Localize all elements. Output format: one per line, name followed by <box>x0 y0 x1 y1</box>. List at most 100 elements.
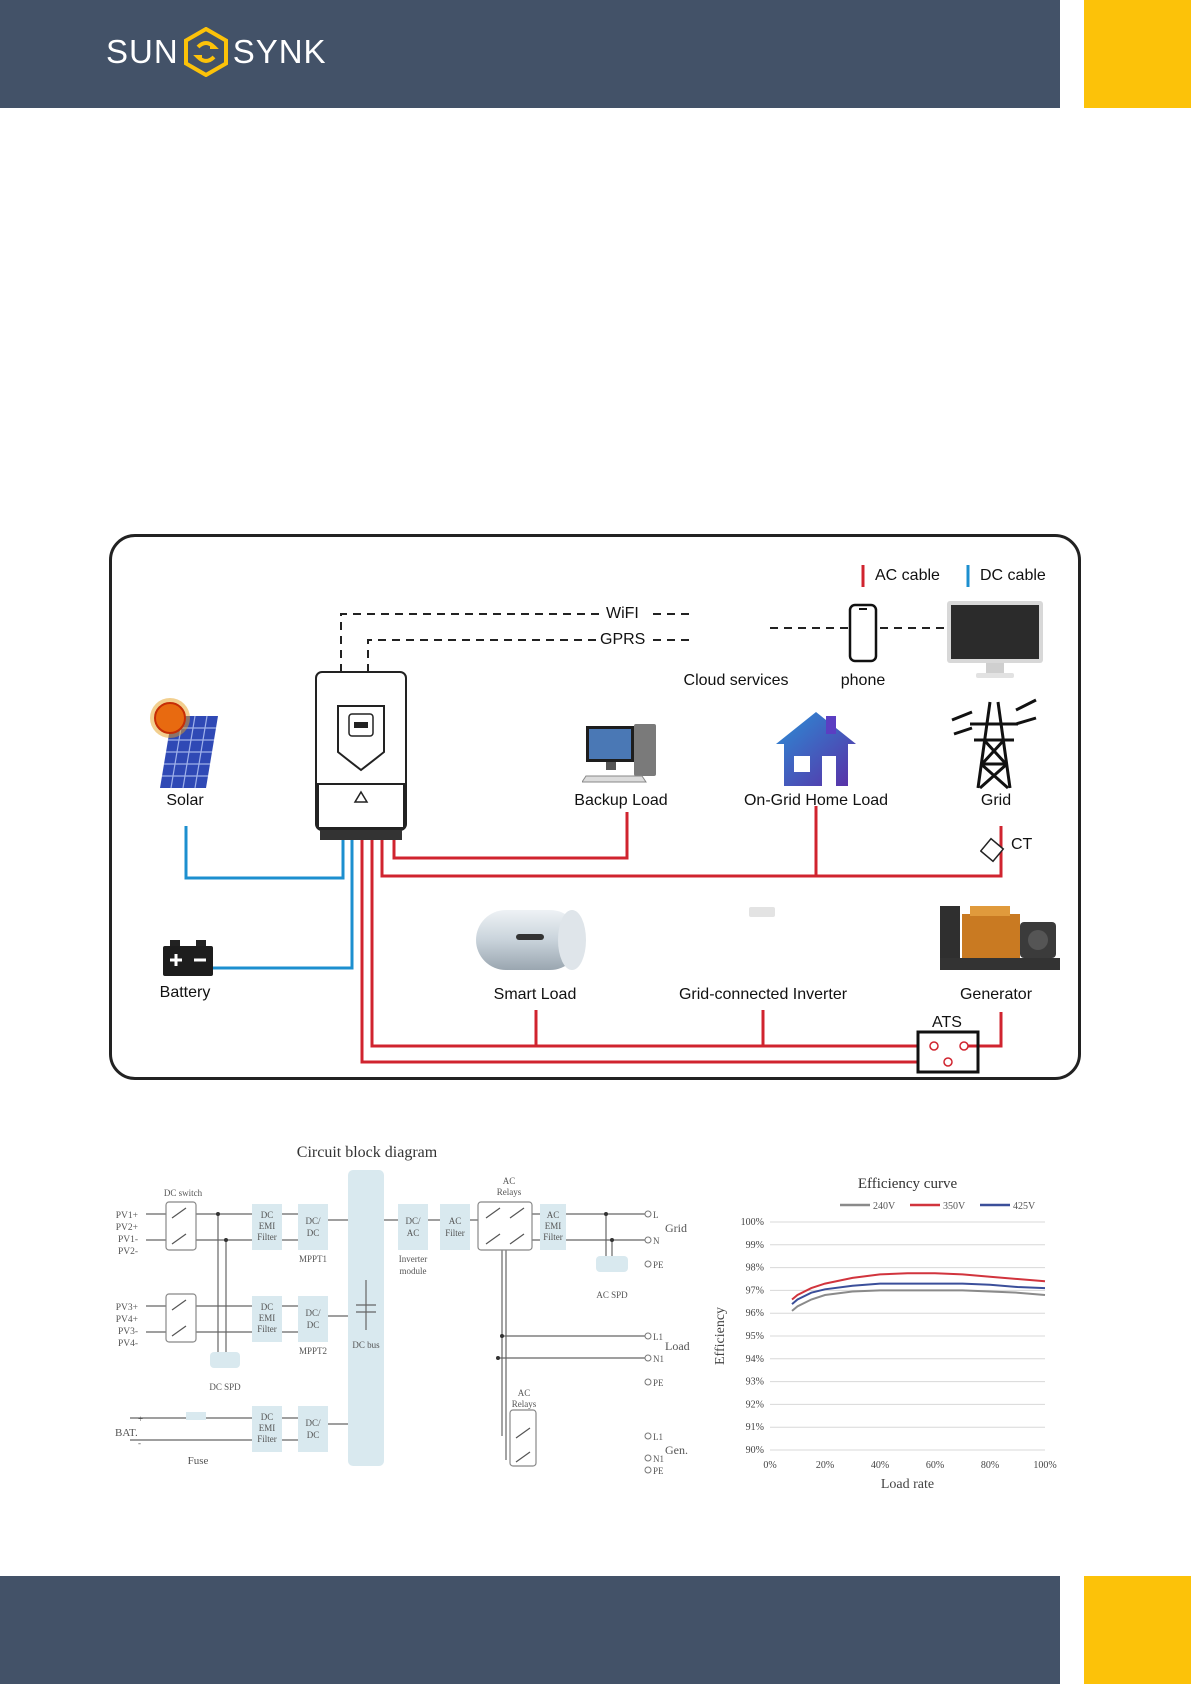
ac-relays-label: Relays <box>512 1399 537 1409</box>
grid-terminal-label: N <box>653 1236 660 1246</box>
dc-emi-label: Filter <box>257 1232 277 1242</box>
circuit-block-diagram: Circuit block diagram <box>115 1144 690 1476</box>
dc-emi-label: EMI <box>259 1423 276 1433</box>
gprs-label: GPRS <box>600 631 646 648</box>
header-bar <box>0 0 1060 108</box>
y-tick-label: 96% <box>746 1308 764 1319</box>
y-tick-label: 91% <box>746 1422 764 1433</box>
gen-terminal-label: PE <box>653 1466 664 1476</box>
footer-accent <box>1084 1576 1191 1684</box>
dc-emi-label: DC <box>261 1210 274 1220</box>
grid-label: Grid <box>980 792 1012 809</box>
ac-relays-label: AC <box>503 1176 516 1186</box>
gen-terminal-label: L1 <box>653 1432 663 1442</box>
sunsynk-logo: SUN SYNK <box>106 24 327 80</box>
dcdc-label: DC/ <box>305 1216 321 1226</box>
phone-label: phone <box>840 672 886 689</box>
load-terminal-label: L1 <box>653 1332 663 1342</box>
generator-icon <box>940 906 1060 970</box>
ac-emi-label: AC <box>547 1210 560 1220</box>
ac-relays-label: AC <box>518 1388 531 1398</box>
wifi-label: WiFI <box>606 605 639 622</box>
dcac-label: DC/ <box>405 1216 421 1226</box>
dc-emi-label: EMI <box>259 1221 276 1231</box>
y-tick-label: 95% <box>746 1331 764 1342</box>
dc-emi-label: DC <box>261 1412 274 1422</box>
dc-bus-label: DC bus <box>352 1340 380 1350</box>
ats-label: ATS <box>932 1014 962 1031</box>
ac-spd-label: AC SPD <box>596 1290 628 1300</box>
grid-connected-inverter-icon <box>749 907 775 917</box>
grid-output-label: Grid <box>665 1221 687 1235</box>
dc-emi-label: EMI <box>259 1313 276 1323</box>
dc-emi-label: Filter <box>257 1434 277 1444</box>
y-tick-label: 97% <box>746 1285 764 1296</box>
series-line-350V <box>791 1272 1046 1301</box>
load-terminal-label: PE <box>653 1378 664 1388</box>
grid-connected-inverter-label: Grid-connected Inverter <box>678 986 848 1003</box>
desktop-computer-icon <box>582 724 656 783</box>
pv-label: PV3+ <box>116 1303 138 1313</box>
y-tick-label: 99% <box>746 1240 764 1251</box>
dcdc-label: DC/ <box>305 1418 321 1428</box>
dcac-label: AC <box>407 1228 420 1238</box>
pv-label: PV4- <box>118 1339 138 1349</box>
dcdc-label: DC <box>307 1430 320 1440</box>
block-diagram-title: Circuit block diagram <box>297 1144 438 1161</box>
solar-label: Solar <box>166 792 204 809</box>
gen-output-label: Gen. <box>665 1443 688 1457</box>
legend-ac-label: AC cable <box>875 567 940 584</box>
ac-relays-label: Relays <box>497 1187 522 1197</box>
ac-filter-label: Filter <box>445 1228 465 1238</box>
dcdc-label: DC/ <box>305 1308 321 1318</box>
pv-label: PV1- <box>118 1235 138 1245</box>
pv-label: PV3- <box>118 1327 138 1337</box>
pv-label: PV2- <box>118 1247 138 1257</box>
generator-label: Generator <box>959 986 1033 1003</box>
gen-terminal-label: N1 <box>653 1454 664 1464</box>
x-tick-label: 40% <box>871 1460 889 1471</box>
monitor-icon <box>947 601 1043 678</box>
dc-spd-label: DC SPD <box>209 1382 241 1392</box>
water-heater-icon <box>476 910 586 970</box>
dcdc-label: DC <box>307 1228 320 1238</box>
system-diagram-frame <box>109 534 1081 1080</box>
series-line-425V <box>791 1282 1046 1305</box>
pv-label: PV1+ <box>116 1211 138 1221</box>
y-tick-label: 98% <box>746 1263 764 1274</box>
pv-label: PV2+ <box>116 1223 138 1233</box>
y-tick-label: 92% <box>746 1399 764 1410</box>
y-tick-label: 90% <box>746 1445 764 1456</box>
logo-text-right: SYNK <box>232 33 327 70</box>
series-line-240V <box>791 1289 1046 1312</box>
footer-bar <box>0 1576 1060 1684</box>
y-axis-label: Efficiency <box>713 1307 728 1365</box>
dc-emi-label: DC <box>261 1302 274 1312</box>
ongrid-home-load-label: On-Grid Home Load <box>743 792 889 809</box>
smart-load-label: Smart Load <box>493 986 577 1003</box>
bat-plus-label: + <box>138 1414 143 1424</box>
dc-emi-label: Filter <box>257 1324 277 1334</box>
header-accent <box>1084 0 1191 108</box>
legend-dc-label: DC cable <box>980 567 1046 584</box>
dcdc-label: DC <box>307 1320 320 1330</box>
grid-terminal-label: L <box>653 1210 659 1220</box>
y-tick-label: 93% <box>746 1377 764 1388</box>
legend-label: 240V <box>873 1201 896 1212</box>
load-output-label: Load <box>665 1339 690 1353</box>
ats-box <box>916 1030 980 1074</box>
pv-label: PV4+ <box>116 1315 138 1325</box>
bat-label: BAT. <box>115 1427 138 1439</box>
inverter-module-label: Inverter <box>399 1254 427 1264</box>
dc-switch-label: DC switch <box>164 1188 203 1198</box>
inverter-module-label: module <box>400 1266 427 1276</box>
ct-label: CT <box>1011 836 1033 853</box>
x-tick-label: 100% <box>1033 1460 1056 1471</box>
pylon-icon <box>951 698 1037 790</box>
grid-terminal-label: PE <box>653 1260 664 1270</box>
ac-filter-label: AC <box>449 1216 462 1226</box>
x-tick-label: 80% <box>981 1460 999 1471</box>
backup-load-label: Backup Load <box>574 792 668 809</box>
sun-icon <box>150 698 190 738</box>
